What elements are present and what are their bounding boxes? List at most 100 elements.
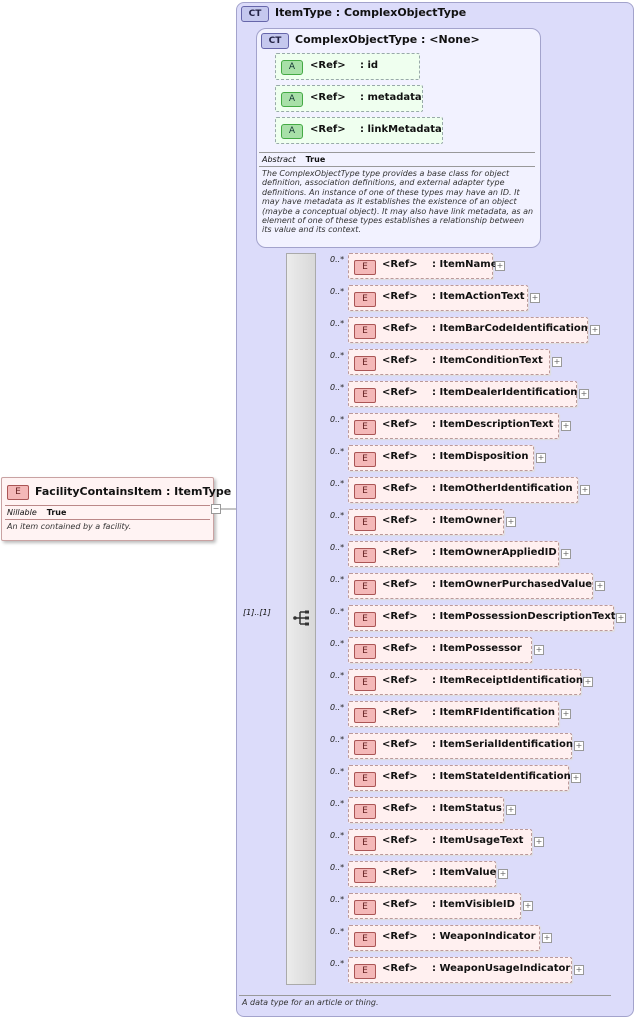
attribute-name: : metadata [360,92,422,103]
expand-toggle[interactable]: + [542,933,552,943]
element-ref: <Ref> [382,323,418,334]
element-ref: <Ref> [382,547,418,558]
element-ref: <Ref> [382,291,418,302]
expand-toggle[interactable]: + [574,741,584,751]
element-name: : ItemBarCodeIdentification [432,323,588,334]
root-element-box[interactable]: E FacilityContainsItem : ItemType Nillab… [1,477,231,541]
attribute-ref: <Ref> [310,92,346,103]
expand-toggle[interactable]: + [561,421,571,431]
element-icon: E [354,932,376,947]
element-row[interactable]: E<Ref>: ItemOtherIdentification [348,477,578,503]
element-row[interactable]: E<Ref>: ItemConditionText [348,349,550,375]
attribute-id[interactable]: A <Ref> : id [275,53,420,80]
itemtype-label: ItemType : ComplexObjectType [275,6,467,19]
element-icon: E [354,260,376,275]
element-name: : ItemValue [432,867,497,878]
expand-toggle[interactable]: + [530,293,540,303]
sequence-icon[interactable] [293,610,311,626]
expand-toggle[interactable]: + [498,869,508,879]
expand-toggle[interactable]: + [580,485,590,495]
element-row[interactable]: E<Ref>: ItemReceiptIdentification [348,669,584,695]
nillable-label: Nillable [7,508,37,517]
attribute-name: : id [360,60,379,71]
element-icon: E [354,484,376,499]
expand-toggle[interactable]: + [590,325,600,335]
collapse-toggle[interactable]: − [211,504,221,514]
element-cardinality: 0..* [330,607,345,616]
element-ref: <Ref> [382,963,418,974]
expand-toggle[interactable]: + [579,389,589,399]
element-icon: E [354,804,376,819]
element-icon: E [354,516,376,531]
element-row[interactable]: E<Ref>: ItemDescriptionText [348,413,559,439]
element-icon: E [354,708,376,723]
element-icon: E [354,420,376,435]
element-ref: <Ref> [382,451,418,462]
element-row[interactable]: E<Ref>: ItemStateIdentification [348,765,571,791]
expand-toggle[interactable]: + [534,645,544,655]
element-row[interactable]: E<Ref>: ItemDealerIdentification [348,381,577,407]
expand-toggle[interactable]: + [495,261,505,271]
element-name: : ItemPossessor [432,643,522,654]
expand-toggle[interactable]: + [595,581,605,591]
expand-toggle[interactable]: + [561,549,571,559]
element-cardinality: 0..* [330,863,345,872]
expand-toggle[interactable]: + [536,453,546,463]
element-ref: <Ref> [382,931,418,942]
element-name: : ItemDisposition [432,451,529,462]
element-row[interactable]: E<Ref>: ItemOwner [348,509,504,535]
attribute-name: : linkMetadata [360,124,442,135]
expand-toggle[interactable]: + [506,805,516,815]
element-row[interactable]: E<Ref>: ItemRFIdentification [348,701,559,727]
element-row[interactable]: E<Ref>: ItemPossessionDescriptionText [348,605,616,631]
element-cardinality: 0..* [330,543,345,552]
element-name: : ItemOwnerAppliedID [432,547,557,558]
expand-toggle[interactable]: + [552,357,562,367]
element-name: : ItemUsageText [432,835,524,846]
element-row[interactable]: E<Ref>: ItemActionText [348,285,528,311]
element-ref: <Ref> [382,771,418,782]
element-ref: <Ref> [382,259,418,270]
itemtype-doc: A data type for an article or thing. [242,998,379,1007]
expand-toggle[interactable]: + [616,613,626,623]
expand-toggle[interactable]: + [523,901,533,911]
element-row[interactable]: E<Ref>: ItemValue [348,861,496,887]
element-icon: E [354,868,376,883]
element-name: : ItemStateIdentification [432,771,571,782]
complexobjecttype-doc: The ComplexObjectType type provides a ba… [262,169,534,235]
attribute-metadata[interactable]: A <Ref> : metadata [275,85,423,112]
expand-toggle[interactable]: + [561,709,571,719]
element-row[interactable]: E<Ref>: ItemUsageText [348,829,532,855]
expand-toggle[interactable]: + [571,773,581,783]
element-icon: E [354,388,376,403]
element-cardinality: 0..* [330,927,345,936]
element-icon: E [354,964,376,979]
element-row[interactable]: E<Ref>: ItemStatus [348,797,504,823]
element-row[interactable]: E<Ref>: ItemName [348,253,498,279]
element-cardinality: 0..* [330,639,345,648]
expand-toggle[interactable]: + [583,677,593,687]
element-row[interactable]: E<Ref>: ItemOwnerPurchasedValue [348,573,593,599]
element-icon: E [354,644,376,659]
expand-toggle[interactable]: + [534,837,544,847]
element-row[interactable]: E<Ref>: WeaponIndicator [348,925,540,951]
element-row[interactable]: E<Ref>: ItemPossessor [348,637,532,663]
element-cardinality: 0..* [330,447,345,456]
element-row[interactable]: E<Ref>: WeaponUsageIndicator [348,957,572,983]
element-row[interactable]: E<Ref>: ItemVisibleID [348,893,521,919]
element-row[interactable]: E<Ref>: ItemSerialIdentification [348,733,573,759]
attribute-linkmetadata[interactable]: A <Ref> : linkMetadata [275,117,443,144]
element-cardinality: 0..* [330,703,345,712]
element-row[interactable]: E<Ref>: ItemBarCodeIdentification [348,317,588,343]
element-name: : ItemOwner [432,515,502,526]
element-name: : ItemPossessionDescriptionText [432,611,616,622]
element-name: : ItemReceiptIdentification [432,675,584,686]
expand-toggle[interactable]: + [574,965,584,975]
element-cardinality: 0..* [330,255,345,264]
element-row[interactable]: E<Ref>: ItemDisposition [348,445,534,471]
element-ref: <Ref> [382,387,418,398]
element-row[interactable]: E<Ref>: ItemOwnerAppliedID [348,541,559,567]
element-ref: <Ref> [382,707,418,718]
expand-toggle[interactable]: + [506,517,516,527]
